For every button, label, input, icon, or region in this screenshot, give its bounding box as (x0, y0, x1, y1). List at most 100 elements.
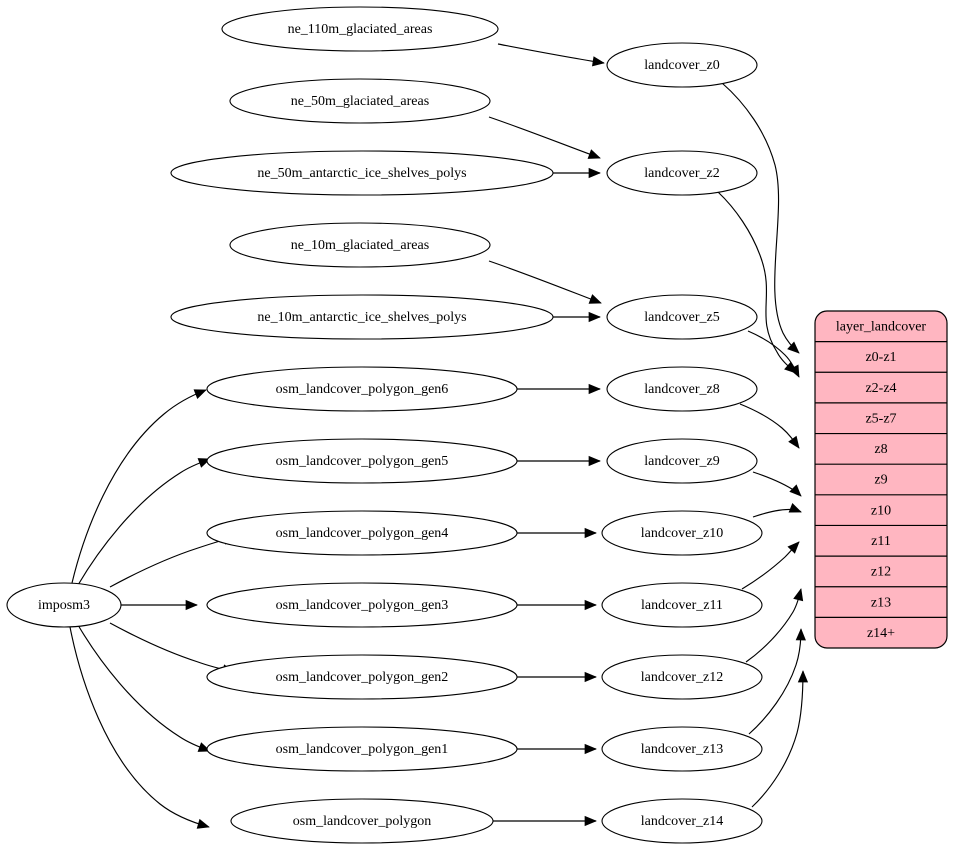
edge-ne_110m_glaciated_areas-to-landcover_z0 (497, 43, 605, 64)
arrowhead-shape (797, 670, 809, 683)
node-shape (606, 438, 758, 484)
edge-imposm3-to-osm_landcover_polygon_gen4 (109, 536, 236, 588)
node-shape (206, 366, 518, 412)
arrowhead-icon (787, 541, 800, 554)
node-osm_landcover_polygon_gen3[interactable]: osm_landcover_polygon_gen3 (206, 582, 518, 628)
node-imposm3[interactable]: imposm3 (6, 582, 122, 628)
arrowhead-shape (584, 527, 597, 539)
arrowhead-shape (584, 599, 597, 611)
arrowhead-shape (787, 541, 800, 554)
node-label: landcover_z11 (641, 598, 723, 613)
arrowhead-icon (592, 56, 605, 67)
arrowhead-shape (588, 167, 601, 179)
nodes-layer: imposm3 ne_110m_glaciated_areas ne_50m_gla… (6, 6, 763, 844)
node-osm_landcover_polygon_gen2[interactable]: osm_landcover_polygon_gen2 (206, 654, 518, 700)
node-shape (229, 222, 491, 268)
node-ne_50m_glaciated_areas[interactable]: ne_50m_glaciated_areas (229, 78, 491, 124)
record-node-layer: layer_landcoverz0-z1z2-z4z5-z7z8z9z10z11… (814, 310, 948, 649)
arrowhead-icon (588, 167, 601, 179)
node-landcover_z14[interactable]: landcover_z14 (601, 798, 763, 844)
node-landcover_z5[interactable]: landcover_z5 (606, 294, 758, 340)
edge-imposm3-to-osm_landcover_polygon_gen6 (71, 389, 207, 584)
node-shape (170, 294, 554, 340)
node-shape (606, 150, 758, 196)
node-landcover_z2[interactable]: landcover_z2 (606, 150, 758, 196)
arrowhead-icon (795, 628, 806, 641)
arrowhead-shape (584, 671, 597, 683)
arrowhead-shape (795, 628, 806, 641)
node-shape (206, 438, 518, 484)
node-label: landcover_z8 (644, 382, 719, 397)
record-row-label: z2-z4 (865, 381, 896, 396)
node-label: ne_50m_antarctic_ice_shelves_polys (257, 166, 466, 181)
edge-landcover_z2-to-layer_landcover-z2-z4 (717, 191, 797, 374)
node-osm_landcover_polygon[interactable]: osm_landcover_polygon (230, 798, 494, 844)
node-shape (206, 510, 518, 556)
node-landcover_z13[interactable]: landcover_z13 (601, 726, 763, 772)
node-shape (170, 150, 554, 196)
node-label: ne_50m_glaciated_areas (291, 94, 429, 109)
node-shape (221, 6, 499, 52)
node-label: ne_10m_glaciated_areas (291, 238, 429, 253)
node-label: osm_landcover_polygon_gen1 (276, 742, 449, 757)
node-osm_landcover_polygon_gen1[interactable]: osm_landcover_polygon_gen1 (206, 726, 518, 772)
node-ne_10m_antarctic_ice_shelves_polys[interactable]: ne_10m_antarctic_ice_shelves_polys (170, 294, 554, 340)
record-background (814, 310, 948, 649)
node-ne_110m_glaciated_areas[interactable]: ne_110m_glaciated_areas (221, 6, 499, 52)
node-osm_landcover_polygon_gen6[interactable]: osm_landcover_polygon_gen6 (206, 366, 518, 412)
node-landcover_z0[interactable]: landcover_z0 (606, 42, 758, 88)
arrowhead-icon (797, 670, 809, 683)
arrowhead-icon (185, 599, 198, 611)
node-landcover_z10[interactable]: landcover_z10 (601, 510, 763, 556)
record-row-label: z11 (871, 534, 891, 549)
arrowhead-icon (196, 818, 210, 829)
node-shape (601, 726, 763, 772)
node-label: imposm3 (38, 598, 90, 613)
edge-imposm3-to-osm_landcover_polygon_gen2 (109, 622, 235, 673)
node-label: landcover_z5 (644, 310, 719, 325)
node-osm_landcover_polygon_gen5[interactable]: osm_landcover_polygon_gen5 (206, 438, 518, 484)
node-landcover_z9[interactable]: landcover_z9 (606, 438, 758, 484)
node-label: osm_landcover_polygon_gen6 (276, 382, 449, 397)
node-shape (230, 798, 494, 844)
node-shape (601, 582, 763, 628)
arrowhead-shape (588, 294, 602, 304)
node-ne_50m_antarctic_ice_shelves_polys[interactable]: ne_50m_antarctic_ice_shelves_polys (170, 150, 554, 196)
edge-imposm3-to-osm_landcover_polygon_gen1 (77, 624, 211, 752)
record-row-label: z13 (871, 595, 891, 610)
node-landcover_z11[interactable]: landcover_z11 (601, 582, 763, 628)
edge-landcover_z13-to-layer_landcover-z13 (748, 628, 802, 735)
node-label: landcover_z10 (641, 526, 723, 541)
node-label: osm_landcover_polygon_gen2 (276, 670, 449, 685)
arrowhead-shape (587, 149, 601, 159)
node-ne_10m_glaciated_areas[interactable]: ne_10m_glaciated_areas (229, 222, 491, 268)
edge-landcover_z0-to-layer_landcover-z0-z1 (721, 82, 800, 354)
node-landcover_z12[interactable]: landcover_z12 (601, 654, 763, 700)
node-shape (206, 582, 518, 628)
arrowhead-shape (588, 383, 601, 395)
node-shape (6, 582, 122, 628)
arrowhead-icon (588, 455, 601, 467)
node-shape (601, 798, 763, 844)
arrowhead-icon (584, 671, 597, 683)
node-shape (606, 42, 758, 88)
node-label: osm_landcover_polygon_gen4 (276, 526, 449, 541)
node-label: landcover_z9 (644, 454, 719, 469)
edge-ne_10m_glaciated_areas-to-landcover_z5 (488, 260, 602, 304)
node-label: osm_landcover_polygon_gen5 (276, 454, 449, 469)
node-label: landcover_z2 (644, 166, 719, 181)
arrowhead-icon (584, 599, 597, 611)
record-node-layer-landcover[interactable]: layer_landcoverz0-z1z2-z4z5-z7z8z9z10z11… (814, 310, 948, 649)
arrowhead-shape (789, 364, 800, 378)
record-row-label: z9 (874, 473, 887, 488)
record-row-label: z0-z1 (865, 350, 896, 365)
node-landcover_z8[interactable]: landcover_z8 (606, 366, 758, 412)
node-label: landcover_z14 (641, 814, 723, 829)
arrowhead-icon (789, 484, 802, 497)
arrowhead-shape (787, 341, 800, 354)
arrowhead-icon (588, 311, 601, 323)
node-osm_landcover_polygon_gen4[interactable]: osm_landcover_polygon_gen4 (206, 510, 518, 556)
arrowhead-icon (584, 743, 597, 755)
